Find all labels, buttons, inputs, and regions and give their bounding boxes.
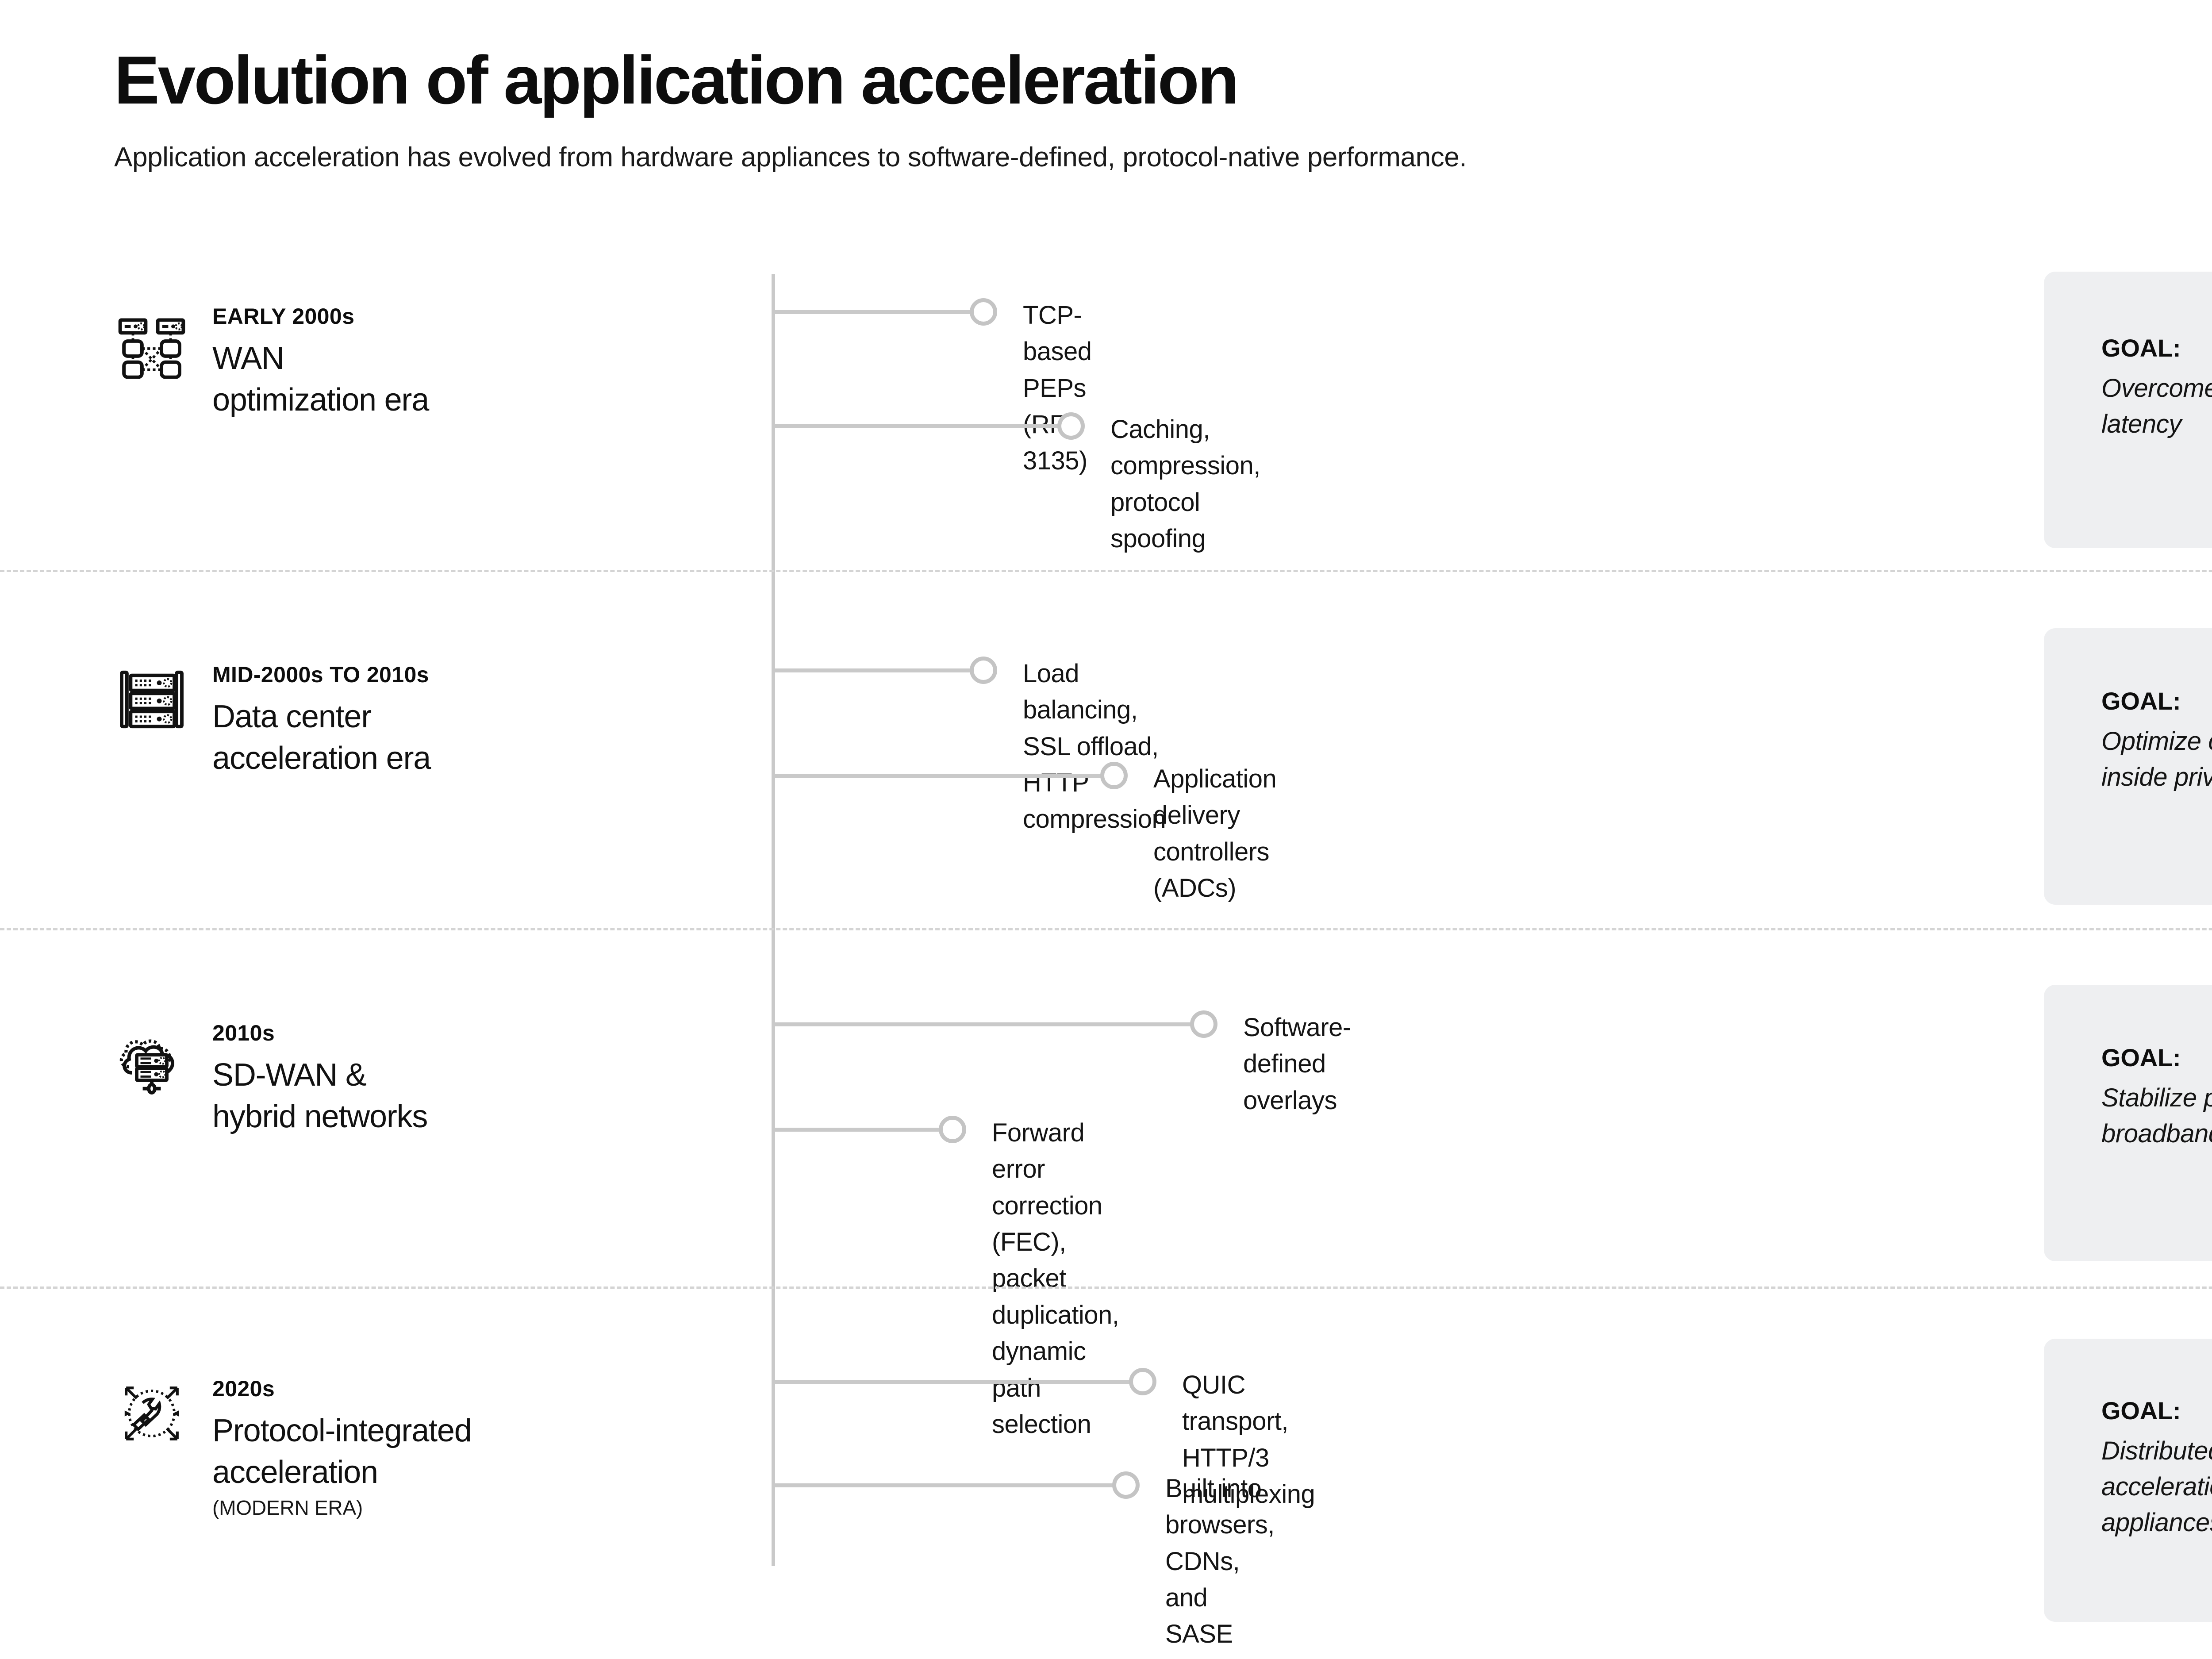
milestone-node[interactable]	[1057, 412, 1085, 440]
milestone-label: Built into browsers, CDNs, and SASE fabr…	[1165, 1474, 1275, 1659]
connector-line	[775, 424, 1071, 428]
connector-line	[775, 1380, 1142, 1384]
goal-text: Optimize client–server performance insid…	[2101, 727, 2212, 792]
milestone-node[interactable]	[1112, 1471, 1140, 1499]
connector-line	[775, 310, 981, 314]
cloud-server-icon	[114, 1020, 189, 1095]
goal-label: GOAL:	[2101, 334, 2181, 362]
network-topology-icon	[114, 303, 189, 379]
header: Evolution of application acceleration Ap…	[114, 46, 1467, 173]
milestone-label: Load balancing, SSL offload, HTTP compre…	[1023, 659, 1166, 834]
connector-line	[775, 774, 1114, 778]
timeline-spine	[772, 274, 775, 1566]
era-block: MID-2000s TO 2010s Data center accelerat…	[114, 662, 733, 779]
row-separator	[0, 1286, 2212, 1289]
era-note: (MODERN ERA)	[212, 1496, 363, 1520]
connector-line	[775, 1483, 1125, 1487]
row-separator	[0, 570, 2212, 572]
timeline-row: MID-2000s TO 2010s Data center accelerat…	[0, 628, 2212, 991]
goal-label: GOAL:	[2101, 1044, 2181, 1071]
goal-label: GOAL:	[2101, 687, 2181, 715]
milestone-node[interactable]	[970, 657, 997, 684]
goal-text: Distributed, protocol-native acceleratio…	[2101, 1436, 2212, 1537]
era-kicker: 2020s	[212, 1376, 275, 1401]
timeline-row: 2020s Protocol-integrated acceleration (…	[0, 1339, 2212, 1659]
milestone-node[interactable]	[1129, 1368, 1156, 1395]
era-text: EARLY 2000s WAN optimization era	[189, 303, 429, 421]
milestone-label: Application delivery controllers (ADCs)	[1153, 764, 1277, 903]
server-rack-icon	[114, 662, 189, 737]
goal-card: GOAL: Stabilize performance over broadba…	[2044, 985, 2212, 1261]
era-block: 2010s SD-WAN & hybrid networks	[114, 1020, 733, 1137]
timeline: EARLY 2000s WAN optimization era TCP-bas…	[0, 272, 2212, 1659]
goal-text: Overcome long-distance latency	[2101, 374, 2212, 439]
connector-line	[775, 1022, 1203, 1026]
era-text: 2010s SD-WAN & hybrid networks	[189, 1020, 428, 1137]
goal-label: GOAL:	[2101, 1397, 2181, 1425]
era-name: Protocol-integrated acceleration	[212, 1413, 472, 1490]
milestone-label: TCP-based PEPs (RFC 3135)	[1023, 301, 1092, 476]
era-kicker: EARLY 2000s	[212, 304, 355, 329]
milestone-node[interactable]	[939, 1116, 966, 1143]
goal-card: GOAL: Distributed, protocol-native accel…	[2044, 1339, 2212, 1622]
era-kicker: 2010s	[212, 1021, 275, 1045]
goal-text: Stabilize performance over broadband & m…	[2101, 1083, 2212, 1148]
milestone-label: Software-defined overlays	[1243, 1013, 1351, 1115]
era-text: MID-2000s TO 2010s Data center accelerat…	[189, 662, 431, 779]
timeline-row: EARLY 2000s WAN optimization era TCP-bas…	[0, 272, 2212, 633]
era-name: Data center acceleration era	[212, 699, 431, 776]
era-kicker: MID-2000s TO 2010s	[212, 662, 429, 687]
goal-card: GOAL: Optimize client–server performance…	[2044, 628, 2212, 905]
milestone-node[interactable]	[970, 298, 997, 326]
era-block: 2020s Protocol-integrated acceleration (…	[114, 1376, 733, 1520]
page-subtitle: Application acceleration has evolved fro…	[114, 142, 1467, 173]
milestone-label: QUIC transport, HTTP/3 multiplexing	[1182, 1371, 1315, 1509]
milestone-node[interactable]	[1190, 1010, 1217, 1038]
era-text: 2020s Protocol-integrated acceleration (…	[189, 1376, 472, 1520]
connector-line	[775, 668, 981, 672]
page-title: Evolution of application acceleration	[114, 42, 1239, 118]
milestone-node[interactable]	[1100, 762, 1128, 789]
era-block: EARLY 2000s WAN optimization era	[114, 303, 733, 421]
era-name: SD-WAN & hybrid networks	[212, 1057, 428, 1134]
milestone-label: Caching, compression, protocol spoofing	[1110, 415, 1260, 553]
connector-line	[775, 1128, 951, 1132]
wrench-gear-icon	[114, 1376, 189, 1451]
row-separator	[0, 928, 2212, 930]
era-name: WAN optimization era	[212, 341, 429, 418]
goal-card: GOAL: Overcome long-distance latency	[2044, 272, 2212, 548]
timeline-row: 2010s SD-WAN & hybrid networks Software-…	[0, 985, 2212, 1439]
